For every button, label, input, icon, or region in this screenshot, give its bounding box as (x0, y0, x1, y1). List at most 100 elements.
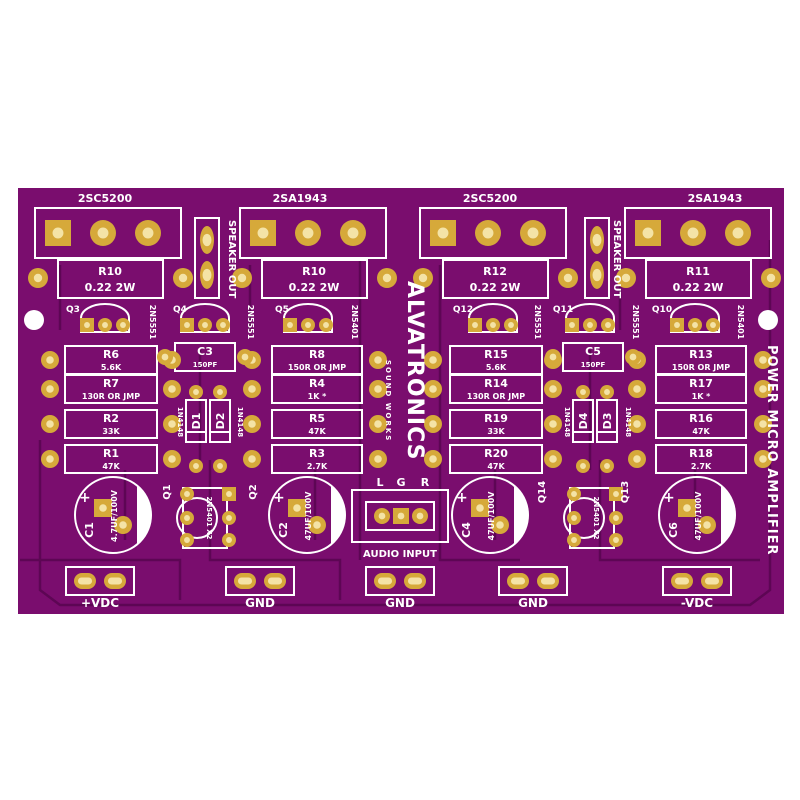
diode-outline (572, 399, 594, 443)
driver-ref: Q2 (248, 484, 259, 500)
emitter-resistor-outline (261, 259, 368, 299)
capacitor-value: 150PF (581, 361, 606, 369)
pad-hole (766, 273, 776, 283)
power-transistor-outline (419, 207, 567, 259)
pad-hole (604, 463, 610, 469)
pad-hole (571, 537, 577, 543)
power-transistor-outline (239, 207, 387, 259)
pad-hole (759, 385, 767, 393)
resistor-ref: R4 (309, 377, 325, 390)
pad-hole (374, 455, 382, 463)
pad-hole (510, 577, 526, 585)
resistor-ref: R1 (103, 447, 119, 460)
resistor-outline (449, 409, 543, 439)
pad-hole (84, 322, 90, 328)
pad-hole (549, 385, 557, 393)
power-transistor-label: 2SA1943 (273, 192, 328, 205)
emitter-resistor-outline (442, 259, 549, 299)
pad-hole (293, 504, 301, 512)
to92-outline (283, 303, 333, 333)
power-terminal-outline (498, 566, 568, 596)
resistor-ref: R15 (484, 348, 508, 361)
pad-hole (226, 491, 232, 497)
elcap-plus: + (273, 490, 285, 506)
resistor-value: 130R OR JMP (82, 392, 140, 401)
pad-hole (710, 322, 716, 328)
pad-hole (184, 537, 190, 543)
pad-hole (429, 455, 437, 463)
diode-part: 1N4148 (176, 407, 184, 437)
pad-hole (248, 420, 256, 428)
pad-hole (193, 463, 199, 469)
pad-hole (202, 233, 212, 247)
resistor-value: 5.6K (101, 363, 122, 372)
pad-hole (257, 227, 269, 239)
to92-outline (180, 303, 230, 333)
resistor-outline (655, 374, 747, 404)
elcap-ref: C4 (460, 522, 473, 538)
driver-ref: Q13 (620, 481, 631, 503)
pad-hole (629, 353, 637, 361)
to92-outline (468, 303, 518, 333)
resistor-ref: R12 (483, 265, 507, 278)
transistor-ref: Q4 (173, 305, 187, 315)
pad-hole (107, 577, 123, 585)
diode-ref: D1 (190, 413, 203, 430)
pad-hole (759, 356, 767, 364)
transistor-part: 2N5551 (631, 305, 640, 340)
mount-hole (24, 310, 44, 330)
pad-hole (120, 322, 126, 328)
pad-hole (378, 512, 386, 520)
pad-hole (490, 322, 496, 328)
pad-hole (674, 322, 680, 328)
pad-hole (374, 385, 382, 393)
power-label: GND (518, 596, 548, 610)
pad-hole (732, 227, 744, 239)
resistor-ref: R13 (689, 348, 713, 361)
pad-hole (587, 322, 593, 328)
resistor-ref: R17 (689, 377, 713, 390)
driver-outline-circle (563, 497, 605, 539)
emitter-resistor-outline (645, 259, 752, 299)
pad-hole (563, 273, 573, 283)
elcap-stripe (331, 485, 346, 545)
pad-hole (202, 268, 212, 282)
pad-hole (496, 521, 504, 529)
capacitor-outline (562, 342, 624, 372)
to92-outline (670, 303, 720, 333)
pad-hole (302, 227, 314, 239)
pad-hole (613, 491, 619, 497)
to92-outline (565, 303, 615, 333)
pad-hole (97, 227, 109, 239)
elcap-ref: C6 (667, 522, 680, 538)
power-label: GND (245, 596, 275, 610)
pad-hole (226, 537, 232, 543)
pad-hole (184, 491, 190, 497)
pad-hole (592, 268, 602, 282)
power-terminal-outline (365, 566, 435, 596)
speaker-out-outline (194, 217, 220, 299)
audio-input-header (365, 501, 435, 531)
pad-hole (683, 504, 691, 512)
pad-hole (508, 322, 514, 328)
capacitor-ref: C3 (197, 345, 213, 358)
speaker-out-outline (584, 217, 610, 299)
elcap-plus: + (79, 490, 91, 506)
pad-hole (569, 322, 575, 328)
power-transistor-outline (624, 207, 772, 259)
pad-hole (407, 577, 423, 585)
diode-outline (185, 399, 207, 443)
resistor-ref: R14 (484, 377, 508, 390)
transistor-part: 2N5551 (148, 305, 157, 340)
pad-hole (77, 577, 93, 585)
pad-hole (374, 356, 382, 364)
driver-part: 2N5401 X2 (592, 497, 600, 540)
pad-hole (102, 322, 108, 328)
pad-hole (571, 515, 577, 521)
power-label: GND (385, 596, 415, 610)
resistor-value: 0.22 2W (470, 281, 521, 294)
capacitor-value: 150PF (193, 361, 218, 369)
diode-outline (209, 399, 231, 443)
pad-hole (674, 577, 690, 585)
